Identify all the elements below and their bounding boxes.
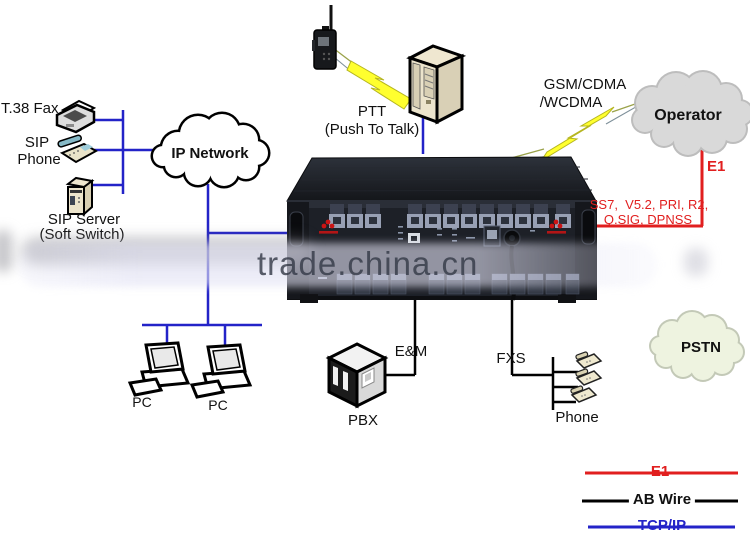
legend-ab-wire-label: AB Wire [628,491,696,509]
lightning-left [328,47,412,110]
device-top-ports [329,204,571,228]
device-logo-left [319,219,338,234]
label-em: E&M [394,343,428,360]
device-logo-right [547,219,566,234]
label-soft-switch: (Soft Switch) [39,226,125,243]
e1-lines [597,150,704,228]
operator-cloud [631,70,750,157]
label-pstn: PSTN [680,339,722,356]
gateway-device [286,156,597,303]
label-e1-link: E1 [707,158,726,175]
label-sip-phone: Phone [17,151,61,168]
sip-server-icon [65,176,95,217]
phone-icons [570,351,603,403]
pstn-cloud [649,310,745,382]
ptt-radio-icon [312,5,337,70]
legend-e1-label: E1 [650,463,670,480]
pbx-icon [325,342,389,409]
ptt-server-icon [406,44,467,125]
label-sip-server: SIP Server [47,211,121,228]
ab-wire-lines [385,299,578,410]
pc-icon-left [127,341,191,397]
legend-tcpip-label: TCP/IP [637,517,687,534]
label-pbx: PBX [347,412,379,429]
label-sip: SIP [24,134,50,151]
sip-phone-icon [57,134,99,164]
pc-icon-right [189,343,253,399]
fax-icon [55,99,97,134]
device-bottom-ports [318,273,580,295]
label-t38-fax: T.38 Fax [1,100,59,117]
ip-network-cloud [150,111,271,189]
label-operator: Operator [654,107,722,124]
label-push-to-talk: (Push To Talk) [324,121,420,138]
label-pc-left: PC [132,394,152,410]
label-ptt: PTT [357,103,387,120]
label-fxs: FXS [496,350,526,367]
label-ip-network: IP Network [171,145,249,162]
label-protocols-2: Q.SIG, DPNSS [603,212,693,227]
label-wcdma: /WCDMA [539,94,603,111]
label-phone-group: Phone [555,409,599,426]
label-pc-right: PC [208,397,228,413]
label-protocols-1: SS7, V5.2, PRI, R2, [589,197,709,212]
label-gsm-cdma: GSM/CDMA [543,76,627,93]
